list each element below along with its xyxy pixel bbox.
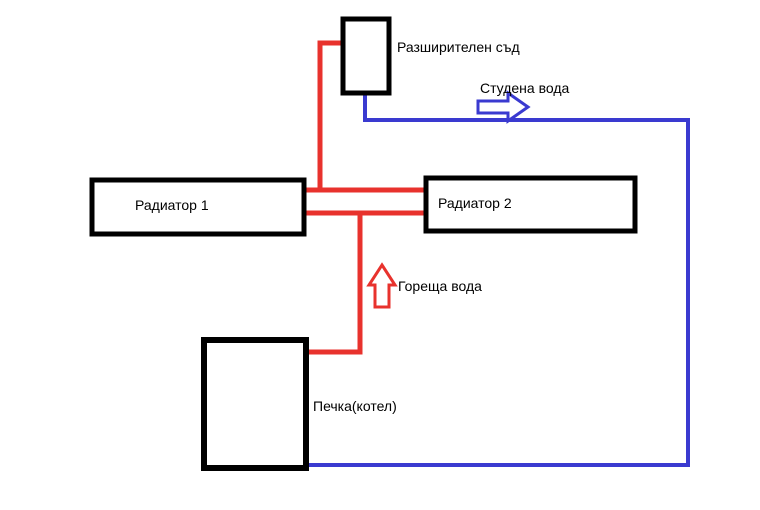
radiator-2-label: Радиатор 2 xyxy=(438,195,512,211)
hot-pipe-boiler-riser xyxy=(303,211,363,355)
cold-water-label: Студена вода xyxy=(480,80,570,96)
hot-water-label: Гореща вода xyxy=(398,278,482,294)
hot-water-arrow-icon xyxy=(366,262,398,309)
radiator-1-label: Радиатор 1 xyxy=(135,197,209,213)
expansion-vessel-label: Разширителен съд xyxy=(397,39,520,55)
boiler-box xyxy=(201,337,309,471)
radiator-1-box xyxy=(89,177,307,237)
cold-pipe-return xyxy=(303,93,690,467)
hot-pipe-expansion-connector xyxy=(317,40,345,192)
cold-water-arrow-icon xyxy=(476,90,531,124)
radiator-2-box xyxy=(423,175,638,234)
boiler-label: Печка(котел) xyxy=(313,398,397,414)
expansion-vessel-box xyxy=(340,16,392,96)
